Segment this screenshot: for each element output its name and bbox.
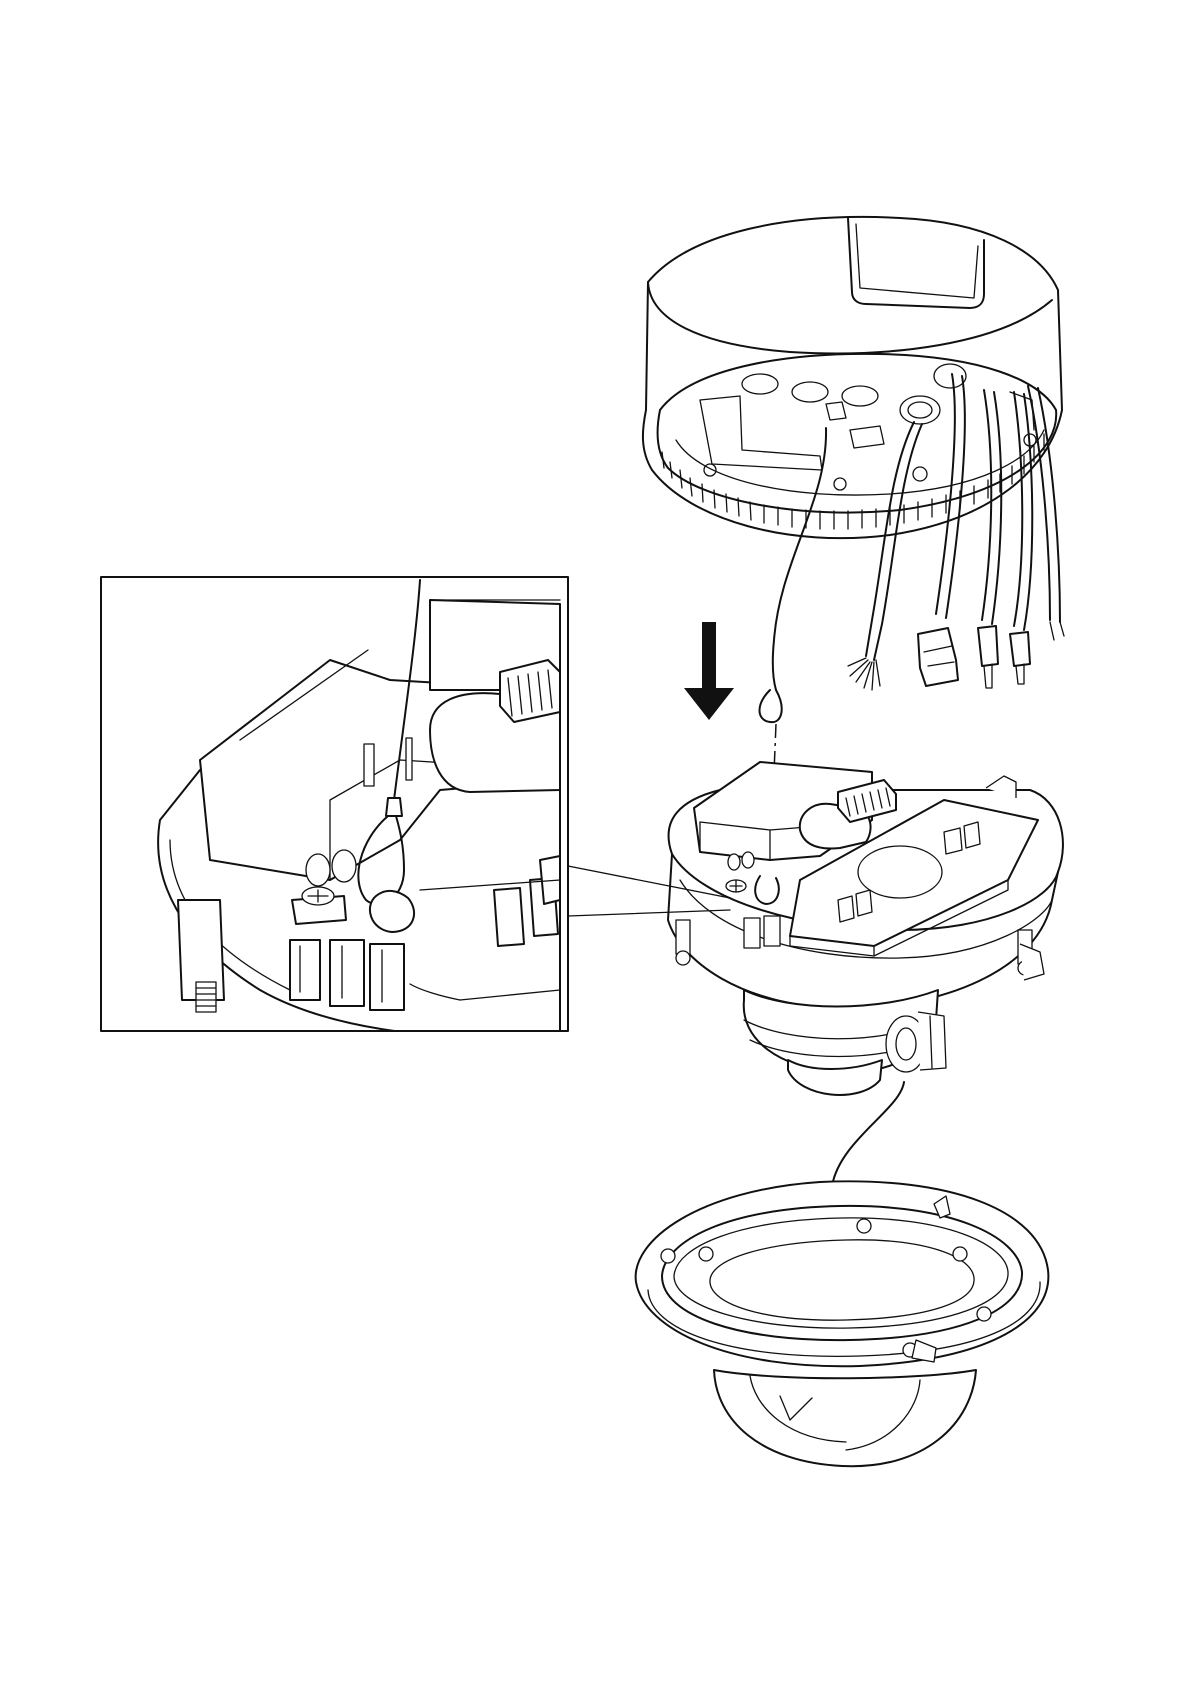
safety-wire-detail-icon <box>101 577 730 1040</box>
down-arrow-icon <box>684 622 734 720</box>
dome-bubble-icon <box>636 1181 1049 1466</box>
camera-module-icon <box>668 762 1063 1095</box>
dome-back-box-icon <box>643 217 1062 538</box>
